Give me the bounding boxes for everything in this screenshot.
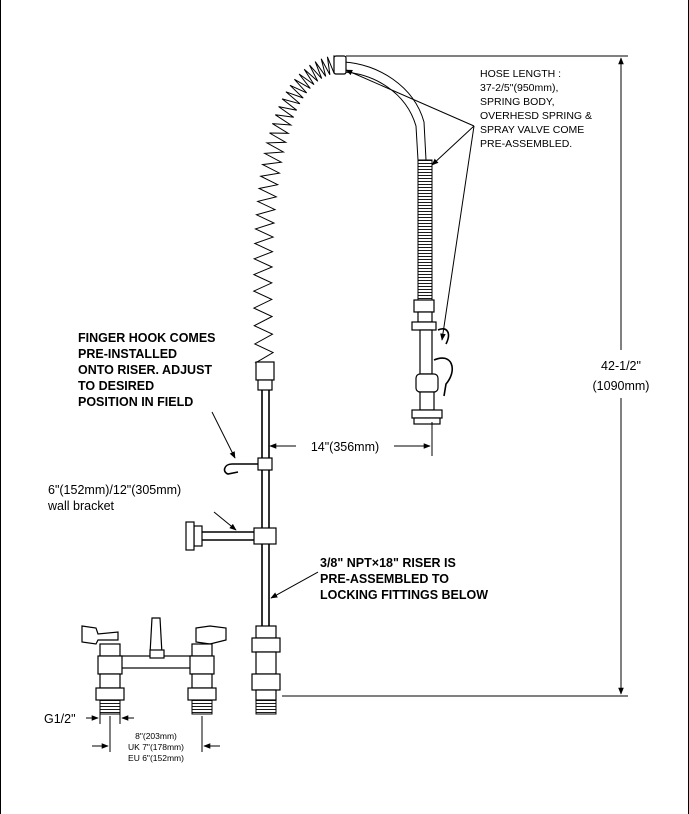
height-value-mm: (1090mm) [593,379,650,393]
height-dimension: 42-1/2" (1090mm) [282,55,650,697]
center-8in: 8"(203mm) [135,731,177,741]
height-value: 42-1/2" [601,359,641,373]
spray-valve [411,299,454,425]
deck-faucet [81,617,227,715]
wall-bracket [185,521,277,551]
riser-note: 3/8" NPT×18" RISER IS PRE-ASSEMBLED TO L… [320,556,488,602]
inlet-value: G1/2" [44,712,76,726]
inlet-dimension: G1/2" [44,708,134,726]
finger-hook [223,457,273,475]
hose-length-note: HOSE LENGTH : 37-2/5"(950mm), SPRING BOD… [480,68,595,150]
leader-lines [211,69,475,599]
hose-arc [343,61,427,161]
locking-fittings [251,625,281,715]
spring-body [252,55,340,373]
wall-bracket-note: 6"(152mm)/12"(305mm) wall bracket [47,483,185,513]
riser-pipe [261,390,270,626]
center-7in: UK 7"(178mm) [128,742,184,752]
finger-hook-note: FINGER HOOK COMES PRE-INSTALLED ONTO RIS… [78,331,219,409]
reach-dimension: 14"(356mm) [269,422,433,456]
reach-value: 14"(356mm) [311,440,379,454]
center-6in: EU 6"(152mm) [128,753,184,763]
centers-dimension: 8"(203mm) UK 7"(178mm) EU 6"(152mm) [92,716,220,763]
overhead-spring [417,159,433,301]
pre-rinse-unit [185,55,454,715]
